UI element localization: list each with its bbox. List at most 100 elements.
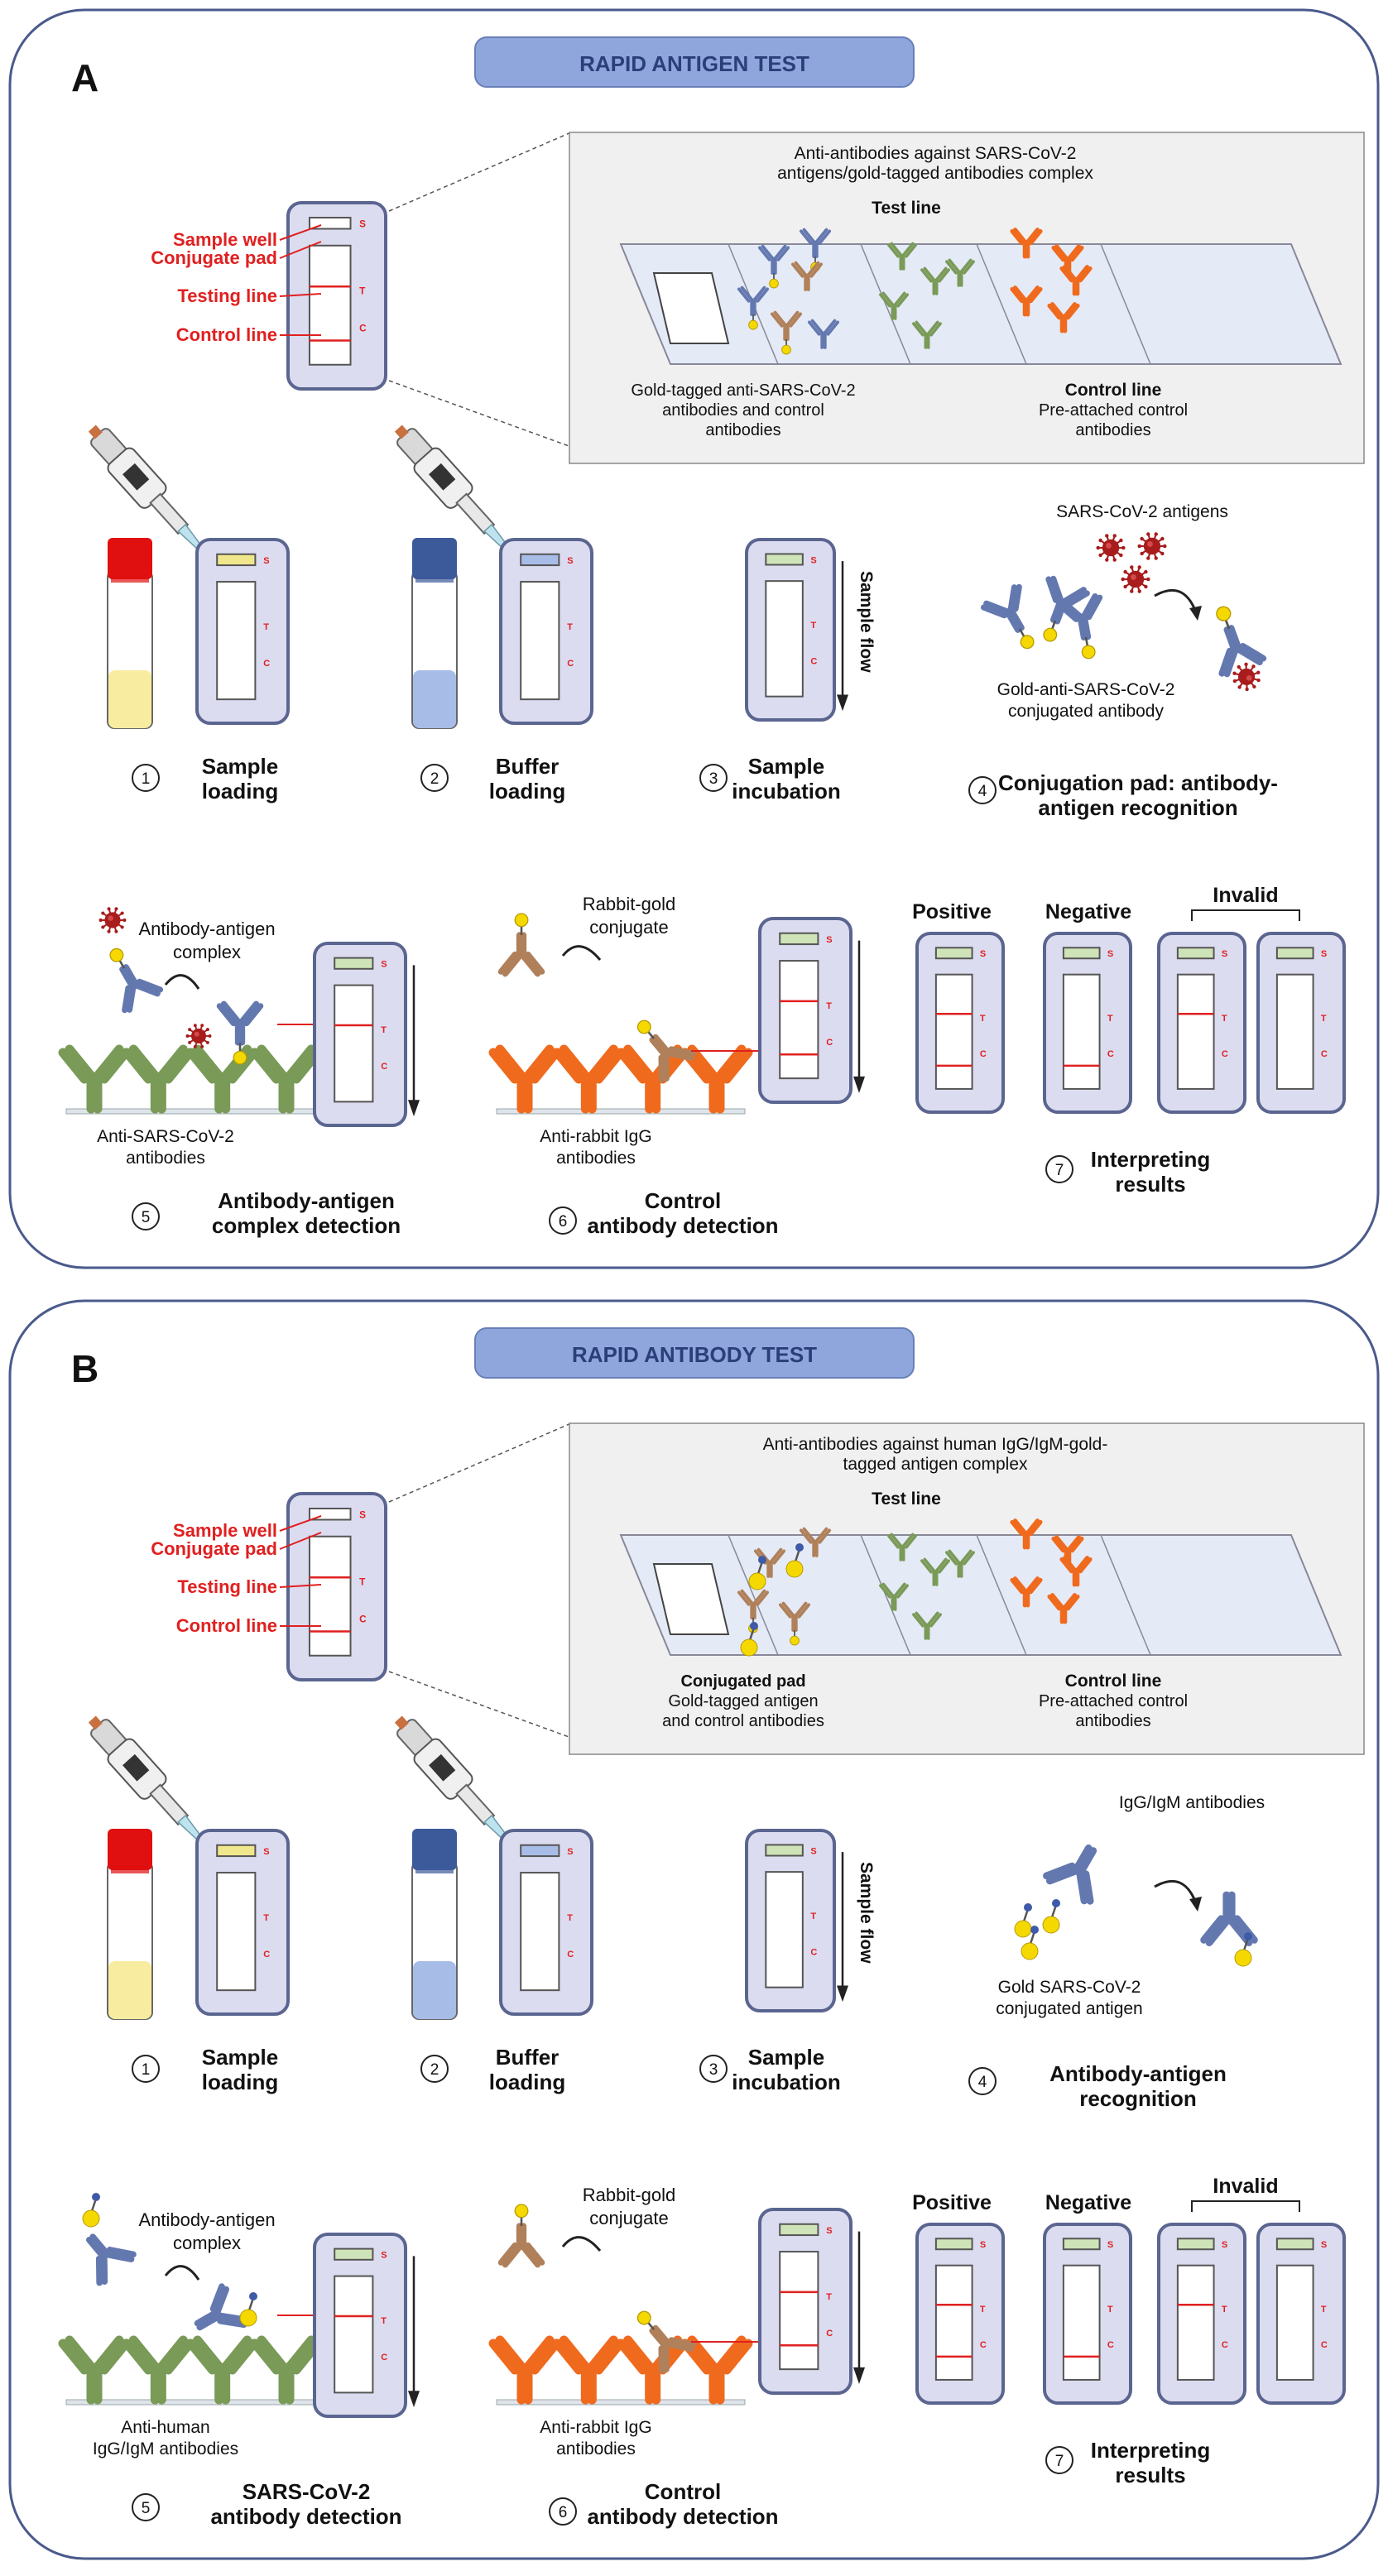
part-label: Conjugate pad xyxy=(151,247,277,268)
step1-badge: 1 xyxy=(132,2055,160,2083)
antigen-spike-tip xyxy=(205,1028,209,1032)
gold-antigen-icon xyxy=(1014,1903,1032,1938)
strip-zone-divider xyxy=(860,243,911,365)
pipette-icon xyxy=(88,425,209,558)
antibody-chain xyxy=(948,1549,961,1564)
antibody-chain xyxy=(163,2339,195,2375)
antibody-chain xyxy=(789,312,802,328)
antibody-chain xyxy=(1013,228,1027,244)
strip-letter-t: T xyxy=(567,622,573,632)
part-label: Testing line xyxy=(177,1576,277,1597)
antibody-chain xyxy=(758,246,771,261)
pipette-display xyxy=(122,463,150,491)
antibody-icon xyxy=(497,2204,545,2268)
antibody-chain xyxy=(243,1003,264,1027)
antibody-chain xyxy=(1007,584,1018,612)
step-number-circle xyxy=(132,2493,160,2521)
gold-particle xyxy=(1081,645,1096,660)
antibody-chain xyxy=(1069,1536,1084,1553)
zoom-box: Anti-antibodies against SARS-CoV-2antige… xyxy=(569,132,1365,464)
capture-label: antibodies xyxy=(556,2439,636,2458)
result-window xyxy=(520,1872,560,1992)
test-strip xyxy=(619,243,1342,365)
antibody-chain xyxy=(89,2233,111,2258)
capture-label: IgG/IgM antibodies xyxy=(93,2439,238,2458)
step7-title: results xyxy=(1115,2463,1185,2487)
sample-tube xyxy=(107,538,153,729)
zoom-box: Anti-antibodies against human IgG/IgM-go… xyxy=(569,1422,1365,1755)
antigen-highlight xyxy=(1106,543,1112,549)
antibody-chain xyxy=(1028,228,1043,246)
test-line-antibody xyxy=(920,266,950,295)
sample-well xyxy=(1062,2238,1101,2251)
antigen-spike-tip xyxy=(1123,569,1127,574)
antigen-spike-tip xyxy=(1137,565,1141,569)
antibody-chain xyxy=(1065,1594,1080,1611)
part-pointer xyxy=(279,1515,322,1532)
step-number-text: 1 xyxy=(142,2061,151,2079)
step6-cassette: STC xyxy=(758,917,865,1104)
sample-well xyxy=(1062,947,1101,960)
step5-badge: 5 xyxy=(132,1202,160,1230)
antibody-chain xyxy=(1218,647,1233,677)
gold-antigen-head xyxy=(795,1543,804,1552)
panel-letter: A xyxy=(71,56,98,99)
step-number-text: 4 xyxy=(978,2074,987,2091)
zoom-right-caption: Pre-attached control xyxy=(1039,401,1188,420)
antibody-icon xyxy=(1043,1844,1097,1905)
zoom-caption: antigens/gold-tagged antibodies complex xyxy=(777,164,1093,183)
antigen-icon xyxy=(1096,534,1126,562)
antigen-icon xyxy=(98,907,127,933)
gold-antigen-icon xyxy=(82,2193,100,2228)
antibody-chain xyxy=(1028,1519,1043,1537)
antibody-chain xyxy=(737,1590,751,1606)
strip-letter-s: S xyxy=(1222,949,1227,959)
title-banner xyxy=(474,36,915,88)
antigen-body xyxy=(104,912,121,928)
step4-title: Antibody-antigen xyxy=(1049,2061,1227,2086)
strip-letter-c: C xyxy=(1321,2340,1328,2350)
step-number-circle xyxy=(699,764,728,792)
antibody-chain xyxy=(1050,575,1064,603)
step-number-circle xyxy=(132,2055,160,2083)
step1-title: Sample xyxy=(202,754,279,779)
mobile-antibody xyxy=(737,285,769,330)
step2-badge: 2 xyxy=(420,764,449,792)
complex-label: Antibody-antigen xyxy=(138,919,275,939)
antibody-chain xyxy=(781,1601,795,1617)
reaction-arrow xyxy=(1154,1879,1198,1904)
positive-cassette: STC xyxy=(915,2223,1005,2405)
invalid-bracket xyxy=(1191,909,1300,921)
antibody-chain xyxy=(1028,286,1043,304)
antigen-spike-tip xyxy=(1252,684,1256,688)
antibody-chain xyxy=(800,1528,813,1544)
antibody-chain xyxy=(186,1048,218,1084)
zoom-guide xyxy=(388,1422,572,1503)
step-number-text: 5 xyxy=(142,2500,151,2517)
tube-liquid xyxy=(413,670,456,728)
strip-letter-t: T xyxy=(1222,1014,1227,1024)
strip-letter-s: S xyxy=(980,2240,986,2250)
test-line-antibody xyxy=(920,1557,950,1586)
antibody-chain xyxy=(1064,590,1090,608)
strip-letter-s: S xyxy=(381,960,387,970)
invalid-cassette-b: STC xyxy=(1256,2223,1346,2405)
antibody-chain xyxy=(920,1559,933,1574)
antigen-spike-tip xyxy=(1121,545,1126,550)
reaction-arrow-head xyxy=(1189,606,1202,621)
result-window xyxy=(779,2251,819,2371)
strip-letter-c: C xyxy=(567,659,574,669)
result-window xyxy=(334,2275,374,2394)
antibody-chain xyxy=(663,1053,670,1082)
gold-antigen-icon xyxy=(785,1543,804,1578)
antibody-chain xyxy=(250,2339,281,2375)
gold-particle xyxy=(1021,1942,1039,1960)
strip-letter-s: S xyxy=(826,935,832,945)
strip-letter-c: C xyxy=(1107,2340,1114,2350)
antigen-spike-tip xyxy=(1146,532,1150,536)
antibody-chain xyxy=(216,1003,237,1027)
result-window xyxy=(1176,2264,1215,2381)
test-line-antibody xyxy=(887,1533,917,1561)
antibody-chain xyxy=(752,1589,766,1605)
invalid-cassette-a: STC xyxy=(1157,932,1246,1114)
